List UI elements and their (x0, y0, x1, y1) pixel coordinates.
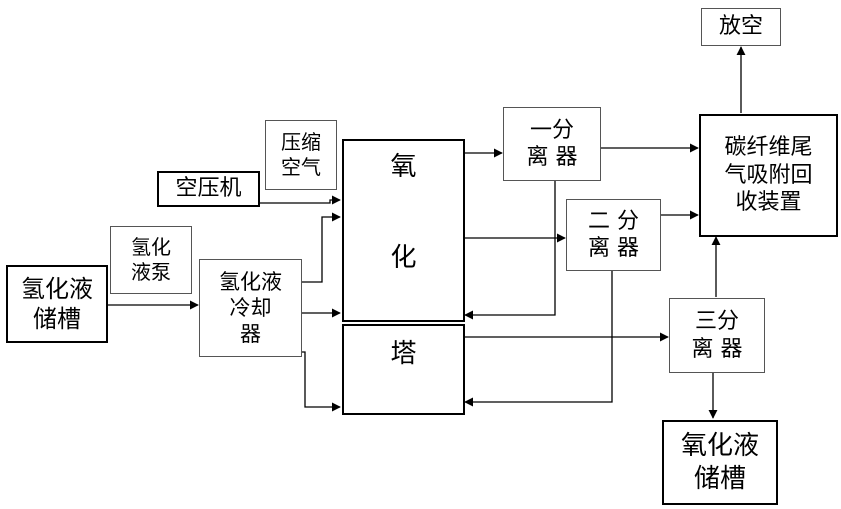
air-compressor-label: 空压机 (175, 176, 242, 202)
oxidized-liquid-storage-tank-label: 氧化液 储槽 (680, 431, 759, 494)
separator-3: 三分 离 器 (669, 298, 765, 373)
arrow-cooler-to-tower-top (302, 212, 341, 283)
arrow-sep1-return (464, 181, 556, 320)
separator-3-label: 三分 离 器 (691, 309, 743, 362)
hydrogenated-liquid-pump: 氢化 液泵 (110, 226, 192, 294)
oxidation-tower-top: 氧 (342, 139, 465, 233)
separator-1-label: 一分 离 器 (526, 117, 578, 171)
compressed-air: 压缩 空气 (265, 120, 337, 190)
hydrogenated-liquid-cooler: 氢化液 冷却 器 (199, 259, 302, 357)
separator-2: 二 分 离 器 (566, 199, 661, 271)
carbon-fiber-tail-gas-recovery-device-label: 碳纤维尾 气吸附回 收装置 (724, 135, 813, 216)
vent: 放空 (701, 8, 781, 46)
oxidation-tower-top-label: 氧 (390, 152, 417, 182)
compressed-air-label: 压缩 空气 (281, 130, 321, 179)
oxidation-tower-bottom-label: 塔 (390, 339, 417, 369)
oxidized-liquid-storage-tank: 氧化液 储槽 (662, 420, 778, 505)
hydrogenated-liquid-storage-tank: 氢化液 储槽 (6, 265, 108, 343)
vent-label: 放空 (718, 14, 763, 40)
oxidation-tower-middle: 化 (342, 232, 465, 322)
carbon-fiber-tail-gas-recovery-device: 碳纤维尾 气吸附回 收装置 (699, 114, 838, 237)
separator-1: 一分 离 器 (503, 107, 601, 181)
air-compressor: 空压机 (157, 171, 260, 207)
arrow-cooler-to-tower-bottom (302, 351, 341, 412)
arrow-air-to-tower (260, 195, 341, 205)
hydrogenated-liquid-storage-tank-label: 氢化液 储槽 (21, 275, 93, 333)
arrow-sep2-return (464, 271, 613, 407)
oxidation-tower-bottom: 塔 (342, 324, 465, 415)
hydrogenated-liquid-pump-label: 氢化 液泵 (131, 235, 171, 284)
separator-2-label: 二 分 离 器 (588, 208, 639, 262)
oxidation-tower-middle-label: 化 (390, 243, 417, 273)
hydrogenated-liquid-cooler-label: 氢化液 冷却 器 (219, 269, 282, 347)
